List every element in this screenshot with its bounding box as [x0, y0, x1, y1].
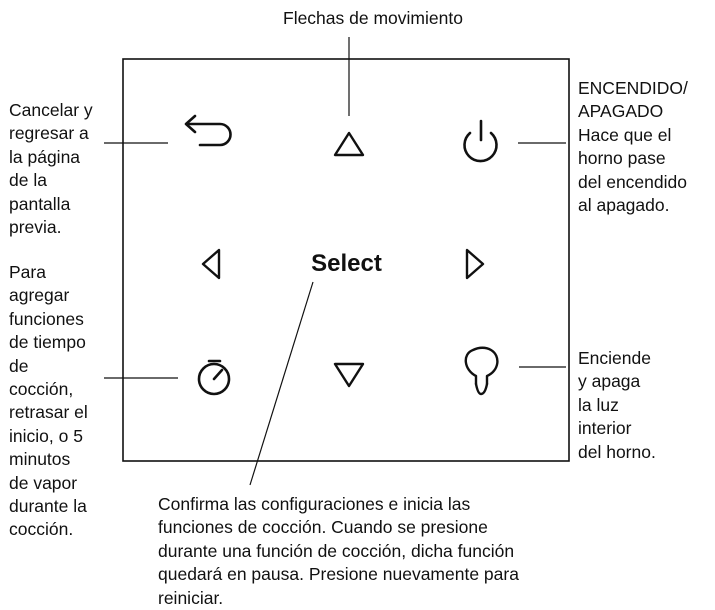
right-triangle-icon[interactable] — [465, 248, 485, 280]
left-triangle-icon[interactable] — [201, 248, 221, 280]
up-triangle-icon[interactable] — [333, 131, 365, 157]
power-label: ENCENDIDO/ APAGADO Hace que el horno pas… — [578, 78, 688, 216]
light-label: Enciende y apaga la luz interior del hor… — [578, 348, 656, 462]
back-arrow-icon[interactable] — [184, 114, 232, 147]
select-button[interactable]: Select — [311, 250, 382, 277]
cancel-label: Cancelar y regresar a la página de la pa… — [9, 100, 93, 238]
light-bulb-icon[interactable] — [464, 346, 499, 396]
down-triangle-icon[interactable] — [333, 362, 365, 388]
timer-label: Para agregar funciones de tiempo de cocc… — [9, 262, 88, 540]
power-icon[interactable] — [463, 119, 498, 163]
select-leader-line — [249, 281, 314, 486]
arrows-label: Flechas de movimiento — [283, 8, 463, 28]
control-panel-frame — [122, 58, 570, 462]
timer-icon[interactable] — [197, 359, 231, 396]
select-label: Confirma las configuraciones e inicia la… — [158, 494, 519, 608]
